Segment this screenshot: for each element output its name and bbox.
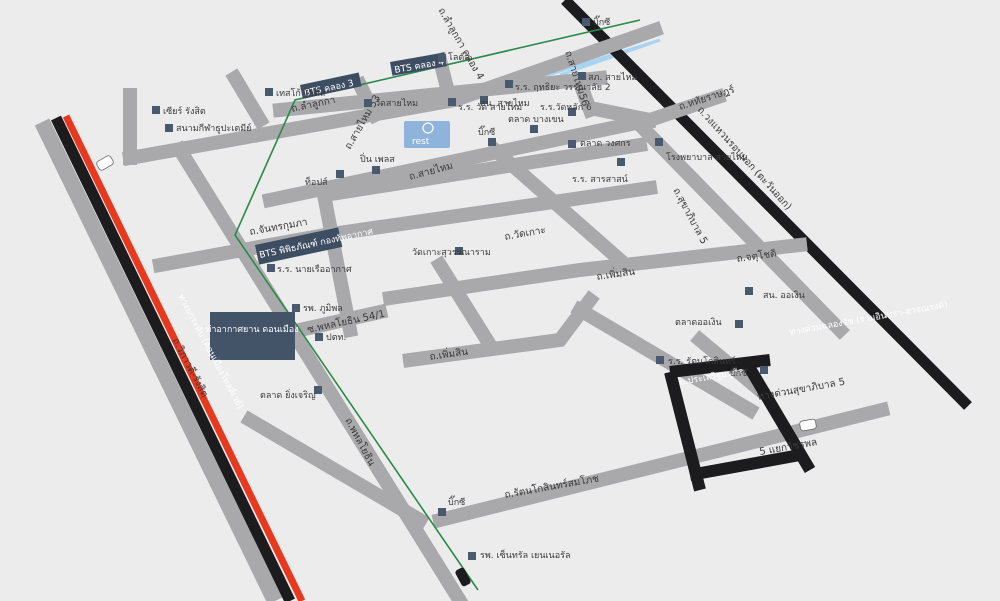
poi-marker-icon [745,287,753,295]
poi-marker-icon [372,166,380,174]
poi-marker-icon [568,140,576,148]
poi-lotus-express: เทสโก้ โลตัส [276,88,326,99]
poi-marker-icon [364,99,372,107]
poi-rr-wat: ร.ร.วัดหลัก 6 [540,103,592,113]
poi-marker-icon [152,106,160,114]
poi-rr-royal: ร.ร. นายเรืออากาศ [277,264,352,275]
poi-police: สภ. สายไหม [588,72,637,83]
poi-ptt: ปตท. [326,333,346,343]
poi-marker-icon [315,333,323,341]
poi-marker-icon [488,138,496,146]
road-sukhaphiban5-exp: ทางด่วนสุขาภิบาล 5 [757,377,846,403]
poi-marker-icon [165,124,173,132]
tollway-red [62,114,306,601]
project-marker-icon: rest [404,121,450,148]
expressways [664,354,816,492]
project-label: rest [412,137,430,147]
poi-marker-icon [480,96,488,104]
bts-tags: BTS คลอง 4 BTS คลอง 3 BTS พิพิธภัณฑ์ กอง… [255,52,447,265]
poi-air-force: สนามกีฬาธูปะเตมีย์ [176,122,251,134]
poi-tops: ท็อปส์ [305,175,328,188]
road-phum-sin-lower: ถ.เพิ่มสิน [428,344,469,363]
bts-line [234,19,641,591]
poi-marker-icon [568,108,576,116]
poi-marker-icon [530,125,538,133]
poi-big-c-top: บิ๊กซี [593,15,610,28]
poi-big-c-south: บิ๊กซี [448,495,465,508]
poi-marker-icon [438,508,446,516]
poi-markers: บิ๊กซี โลตัส เซียร์ รังสิต สนามกีฬาธูปะเ… [152,15,805,561]
canal-east [559,38,661,77]
poi-sp-market: ตลาด วงศกร [580,139,631,149]
airport-tag: ท่าอากาศยาน ดอนเมือง [205,312,299,360]
car-icon [96,155,114,171]
poi-marker-icon [578,72,586,80]
road-network [121,21,891,601]
poi-future-park: เซียร์ รังสิต [163,105,206,117]
poi-market-ying: ตลาด ยิ่งเจริญ [260,388,316,401]
poi-marker-icon [655,138,663,146]
tollway-black [51,115,295,601]
poi-marker-icon [468,552,476,560]
poi-marker-icon [267,264,275,272]
poi-big-c-east: บิ๊กซี [730,366,747,379]
poi-marker-icon [735,320,743,328]
poi-rr-saimai: ร.ร. สารสาสน์ [572,173,628,185]
road-wat-ko: ถ.วัดเกาะ [504,225,547,243]
poi-marker-icon [314,386,322,394]
poi-hospital-saimai: โรงพยาบาล สายไหม [666,152,748,163]
poi-marker-icon [448,98,456,106]
poi-market-orn: ตลาดออเงิน [675,317,722,328]
road-phahon-yothin: ถ.พหลโยธิน [342,415,378,468]
airport-label: ท่าอากาศยาน ดอนเมือง [205,324,298,335]
poi-central: รพ. เซ็นทรัล เยนเนอรัล [480,548,570,561]
poi-sai-mai-school: ร.ร. ฤทธิยะ วรรณาลัย 2 [515,82,611,93]
poi-marker-icon [438,54,446,62]
poi-marker-icon [617,158,625,166]
poi-marker-icon [760,366,768,374]
poi-villa: ปิ่น เพลส [360,152,395,165]
poi-big-c-mid: บิ๊กซี [478,125,495,138]
poi-marker-icon [656,356,664,364]
poi-marker-icon [292,304,300,312]
poi-police-orn: สน. ออเงิน [763,290,805,301]
poi-bhumibol: รพ. ภูมิพล [303,303,343,314]
poi-rr-sai-mai: ร.ร. วัด สายไหม [458,102,522,113]
poi-lotus: โลตัส [448,52,470,63]
poi-city-hall: สน. สายไหม [480,98,530,109]
poi-marker-icon [265,88,273,96]
poi-marker-icon [336,170,344,178]
poi-marker-icon [582,18,590,26]
vibhavadi-road [34,118,283,601]
car-icon [799,418,817,432]
poi-marker-icon [455,247,463,255]
poi-market: ตลาด บางเขน [508,115,564,125]
poi-school-ram: ร.ร. รัตนโกสินทร์ [668,355,736,367]
car-icon [455,567,471,587]
ring-road-east [561,0,972,410]
poi-wat-kok: วัดเกาะสุวรรณาราม [412,248,491,258]
poi-marker-icon [505,80,513,88]
poi-wat-sai-mai: วัดสายไหม [375,98,418,109]
